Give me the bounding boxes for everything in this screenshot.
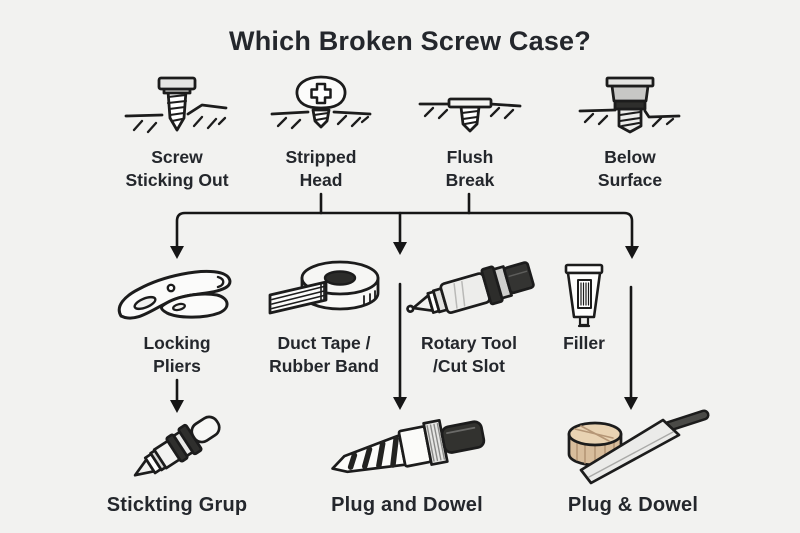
tool-locking-pliers: Locking Pliers	[92, 246, 262, 378]
case-below-surface: Below Surface	[545, 72, 715, 192]
plug-cutter-bit-icon	[322, 408, 492, 488]
below-surface-screw-icon	[575, 72, 685, 144]
filler-tube-icon	[559, 246, 609, 330]
tool-rotary-tool: Rotary Tool /Cut Slot	[384, 246, 554, 378]
screw-extractor-icon	[117, 408, 237, 488]
locking-pliers-icon	[115, 246, 240, 330]
case-screw-sticking-out: Screw Sticking Out	[92, 72, 262, 192]
wood-dowel-and-knife-icon	[551, 408, 716, 488]
case-flush-break: Flush Break	[385, 72, 555, 192]
screw-sticking-out-icon	[122, 72, 232, 144]
arrowhead-to-plug-cutter	[393, 397, 407, 410]
result-label-plug-and-dowel: Plug and Dowel	[331, 494, 483, 516]
result-label-plug-dowel: Plug & Dowel	[567, 494, 699, 516]
tool-filler: Filler	[499, 246, 669, 355]
arrowhead-pliers-to-extractor	[170, 400, 184, 413]
case-label-below-surface: Below Surface	[597, 147, 663, 191]
tool-label-filler: Filler	[563, 333, 605, 353]
flush-break-screw-icon	[415, 72, 525, 144]
result-sticking-grup: Stickting Grup	[72, 408, 282, 517]
result-plug-and-dowel: Plug and Dowel	[302, 408, 512, 517]
rotary-tool-icon	[399, 246, 539, 330]
arrowhead-to-pliers	[170, 246, 184, 259]
case-label-flush-break: Flush Break	[445, 147, 495, 191]
tool-label-duct-tape: Duct Tape / Rubber Band	[269, 333, 379, 377]
stripped-head-screw-icon	[266, 72, 376, 144]
page-title: Which Broken Screw Case?	[229, 26, 591, 56]
tool-label-locking-pliers: Locking Pliers	[143, 333, 211, 377]
result-label-sticking-grup: Stickting Grup	[106, 494, 248, 516]
duct-tape-roll-icon	[264, 246, 384, 330]
result-plug-dowel: Plug & Dowel	[528, 408, 738, 517]
arrowhead-to-filler	[625, 246, 639, 259]
bus-line	[175, 211, 634, 249]
case-label-stripped-head: Stripped Head	[285, 147, 357, 191]
tool-duct-tape: Duct Tape / Rubber Band	[239, 246, 409, 378]
case-stripped-head: Stripped Head	[236, 72, 406, 192]
case-label-screw-sticking-out: Screw Sticking Out	[125, 147, 229, 191]
arrowhead-to-middle-tools	[393, 242, 407, 255]
arrowhead-filler-to-dowel	[624, 397, 638, 410]
tool-label-rotary-tool: Rotary Tool /Cut Slot	[421, 333, 517, 377]
